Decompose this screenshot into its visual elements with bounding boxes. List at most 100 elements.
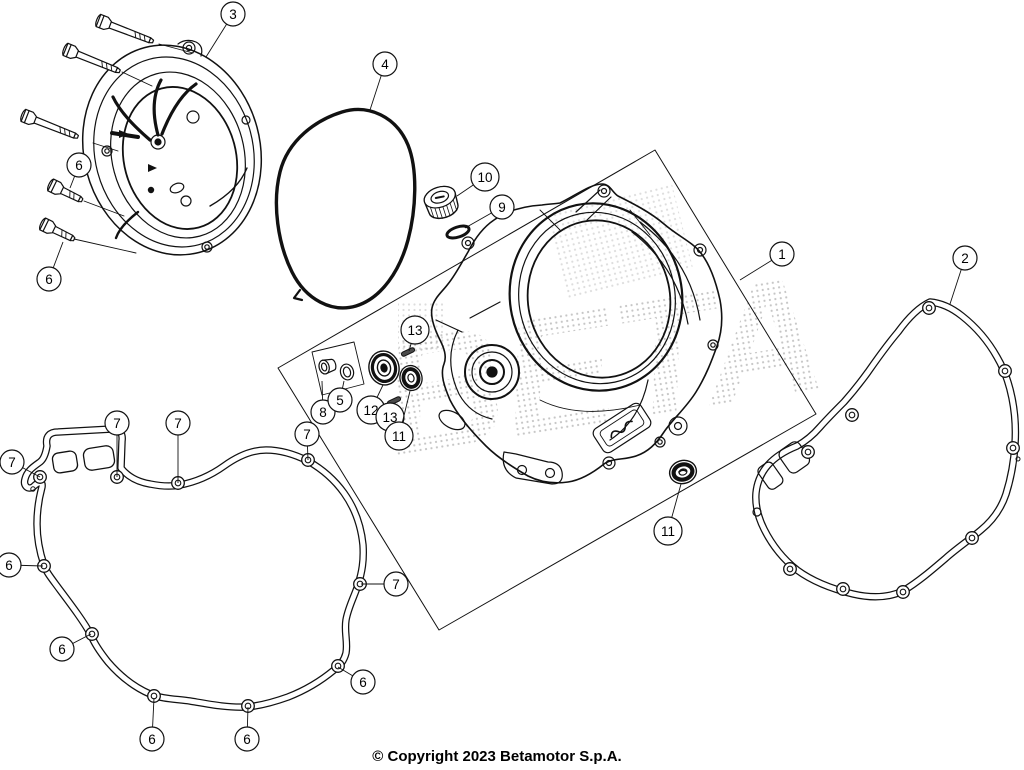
- callout-number: 12: [363, 403, 378, 418]
- cover-rib: [160, 82, 198, 136]
- callout-number: 11: [661, 524, 675, 539]
- callout-balloon: [36, 266, 62, 292]
- callout-13-8[interactable]: 13: [400, 315, 430, 352]
- pump-volute: [479, 359, 505, 385]
- ear-hole: [654, 436, 666, 448]
- gasket2-bolt-hole: [965, 531, 979, 545]
- rim-contour: [609, 379, 649, 441]
- cover-hub-center: [154, 138, 162, 146]
- pump-fin: [435, 301, 501, 333]
- callout-6-23[interactable]: 6: [234, 706, 260, 752]
- callout-number: 5: [336, 393, 344, 408]
- callout-number: 7: [113, 416, 121, 431]
- callout-6-2[interactable]: 6: [66, 152, 92, 189]
- pump-inlet: [438, 409, 466, 431]
- ear-hole: [605, 459, 613, 467]
- gasket-bolt-hole: [85, 627, 99, 641]
- callout-number: 6: [5, 558, 13, 573]
- callout-number: 8: [319, 405, 327, 420]
- ear-hole: [707, 339, 719, 351]
- bolt-long: [93, 13, 157, 49]
- callout-10-4[interactable]: 10: [456, 162, 500, 197]
- ear-hole: [464, 239, 472, 247]
- gasket2-bolt-hole: [922, 301, 936, 315]
- bearing-race: [370, 352, 398, 384]
- gasket2-bolt-hole: [783, 562, 797, 576]
- copyright-text: © Copyright 2023 Betamotor S.p.A.: [372, 748, 622, 765]
- callout-balloon: [400, 315, 430, 345]
- callout-balloon: [139, 726, 165, 752]
- cover-hub: [150, 134, 166, 150]
- gasket-passage-hole: [51, 450, 79, 474]
- oring5-outer: [339, 363, 355, 381]
- oring5-inner: [342, 366, 352, 378]
- part4-cover-oring: [274, 107, 417, 310]
- callout-number: 7: [8, 455, 16, 470]
- cover-hole: [180, 195, 192, 207]
- cover-rib: [209, 167, 248, 207]
- callout-6-21[interactable]: 6: [49, 633, 92, 662]
- beta-logo-script: [610, 420, 633, 439]
- seal-detail: [678, 469, 687, 473]
- callout-number: 6: [58, 642, 66, 657]
- oring-inner: [280, 113, 411, 304]
- ear-hole: [600, 187, 608, 195]
- callout-number: 11: [392, 429, 406, 444]
- cover-ear-hole: [185, 44, 193, 52]
- callout-number: 7: [303, 427, 311, 442]
- callout-number: 13: [407, 323, 422, 338]
- top-bracket: [575, 189, 612, 221]
- cover-flange: [93, 56, 255, 248]
- gasket-bolt-hole: [331, 659, 345, 673]
- callout-6-22[interactable]: 6: [139, 697, 165, 752]
- callout-number: 6: [148, 732, 156, 747]
- callout-7-15[interactable]: 7: [0, 449, 41, 478]
- seal11a-ring: [401, 367, 421, 389]
- callout-7-16[interactable]: 7: [104, 410, 130, 477]
- callout-6-24[interactable]: 6: [337, 666, 376, 695]
- bolt-short: [37, 216, 78, 246]
- cover-rib: [114, 210, 140, 240]
- callout-4-1[interactable]: 4: [369, 51, 398, 111]
- callout-6-3[interactable]: 6: [36, 241, 64, 292]
- callout-balloon: [165, 410, 191, 436]
- gasket2-bolt-hole: [896, 585, 910, 599]
- water-pump-housing: [435, 301, 520, 431]
- callout-11-14[interactable]: 11: [653, 483, 683, 546]
- callout-3-0[interactable]: 3: [205, 1, 246, 58]
- casting-detail: [539, 209, 651, 412]
- callout-number: 3: [229, 7, 237, 22]
- callout-number: 1: [778, 247, 786, 262]
- callout-balloon: [294, 421, 320, 447]
- pump-volute: [471, 351, 513, 393]
- part13-pin: [400, 347, 416, 357]
- cover-ear-hole: [182, 41, 196, 55]
- callout-balloon: [66, 152, 92, 178]
- callout-number: 9: [498, 200, 506, 215]
- callout-6-20[interactable]: 6: [0, 552, 44, 578]
- cover-ear-hole: [201, 241, 213, 253]
- callout-balloon: [653, 516, 683, 546]
- callout-balloon: [49, 636, 75, 662]
- cover-ear-hole: [204, 244, 210, 250]
- callout-1-6[interactable]: 1: [739, 241, 795, 281]
- pump-volute: [464, 344, 520, 400]
- callout-11-13[interactable]: 11: [384, 390, 414, 451]
- callout-7-17[interactable]: 7: [165, 410, 191, 483]
- callout-balloon: [384, 421, 414, 451]
- cover-ear-hole: [241, 115, 251, 125]
- callout-balloon: [327, 387, 353, 413]
- cover-ear-hole: [104, 148, 110, 154]
- cover-inner-wall: [110, 71, 246, 239]
- ear-hole: [516, 464, 528, 476]
- bolt-long: [60, 42, 123, 78]
- callout-9-5[interactable]: 9: [464, 194, 515, 229]
- callout-7-19[interactable]: 7: [361, 571, 409, 597]
- callout-2-7[interactable]: 2: [949, 245, 978, 305]
- ear-hole: [693, 243, 707, 257]
- callout-5-10[interactable]: 5: [327, 380, 353, 413]
- callout-7-18[interactable]: 7: [294, 421, 320, 461]
- grouping-box: [311, 341, 365, 396]
- bolt-assembly-lines: [73, 43, 194, 254]
